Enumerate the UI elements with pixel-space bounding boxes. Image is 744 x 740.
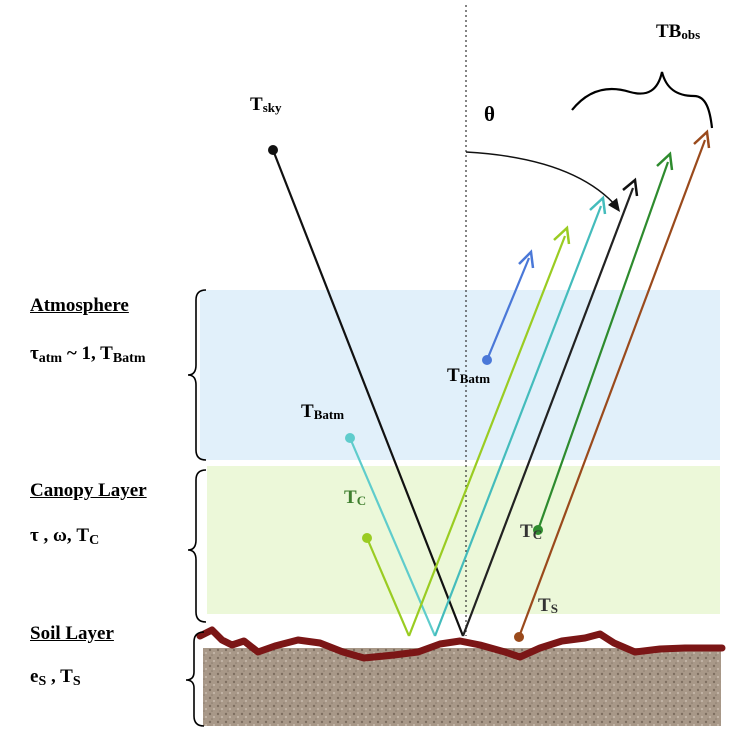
canopy-reflected-ray — [407, 235, 567, 637]
tbatm-upper-main: T — [447, 365, 460, 386]
atm-upper-source-dot — [482, 355, 492, 365]
theta-label: θ — [484, 102, 495, 126]
tsky-sub: sky — [262, 100, 282, 115]
tc-left-main: T — [344, 487, 357, 508]
soil-surface-line — [196, 626, 726, 662]
atmosphere-layer — [200, 290, 720, 460]
tbobs-label: TBobs — [656, 22, 700, 41]
tbatm-upper-label: TBatm — [447, 366, 490, 385]
tbatm-lower-label: TBatm — [301, 402, 344, 421]
theta-angle-arc — [465, 151, 619, 209]
soil-title: Soil Layer — [30, 623, 114, 644]
canopy-right-source-dot — [533, 525, 543, 535]
theta-arc-arrowhead — [608, 198, 620, 212]
tc-left-sub: C — [356, 493, 367, 508]
tc-right-main: T — [520, 521, 533, 542]
atm-upward-arrowhead — [518, 249, 535, 269]
atm-reflected-arrowhead — [589, 195, 607, 215]
sky-downward-ray — [271, 149, 465, 637]
atm-reflected-ray — [433, 205, 603, 637]
tc-right-sub: C — [532, 527, 543, 542]
canopy-params-text: τ , ω, T — [30, 525, 90, 546]
atm-lower-source-dot — [345, 433, 355, 443]
canopy-reflected-arrowhead — [553, 225, 571, 245]
soil-e-sub: S — [38, 674, 47, 689]
tbobs-brace — [571, 71, 714, 129]
soil-emission-arrowhead — [693, 129, 711, 149]
tsky-label: Tsky — [250, 95, 281, 114]
tbobs-main: TB — [656, 21, 682, 42]
atmosphere-tb-sub: Batm — [112, 351, 146, 366]
atmosphere-params: τatm ~ 1, TBatm — [30, 343, 146, 366]
atmosphere-params-rest: ~ 1, T — [62, 343, 113, 364]
canopy-upward-arrowhead — [656, 151, 674, 171]
sky-reflected-ray — [461, 187, 635, 637]
soil-params: eS , TS — [30, 666, 81, 689]
canopy-params: τ , ω, TC — [30, 525, 100, 548]
atmosphere-tau: τ — [30, 343, 39, 364]
tsky-main: T — [250, 94, 263, 115]
soil-ts-sub: S — [72, 674, 81, 689]
ts-label: TS — [538, 596, 558, 615]
soil-brace — [185, 631, 205, 727]
atmosphere-brace — [187, 289, 207, 461]
canopy-left-source-dot — [362, 533, 372, 543]
canopy-title: Canopy Layer — [30, 480, 147, 501]
canopy-downward-ray — [365, 537, 411, 637]
canopy-layer — [207, 466, 720, 614]
soil-source-dot — [514, 632, 524, 642]
soil-emission-ray — [517, 139, 707, 638]
canopy-tc-sub: C — [89, 533, 100, 548]
sky-reflected-arrowhead — [622, 177, 639, 197]
tsky-source-dot — [268, 145, 278, 155]
canopy-upward-ray — [536, 161, 670, 531]
tbobs-sub: obs — [681, 27, 701, 42]
tc-left-label: TC — [344, 488, 366, 507]
ts-main: T — [538, 595, 551, 616]
soil-e: e — [30, 666, 39, 687]
tbatm-lower-sub: Batm — [313, 407, 345, 422]
tbatm-lower-main: T — [301, 401, 314, 422]
tbatm-upper-sub: Batm — [459, 371, 491, 386]
atm-upward-ray — [485, 257, 531, 361]
ts-sub: S — [550, 601, 558, 616]
soil-layer — [203, 648, 721, 726]
soil-params-rest: , T — [46, 666, 73, 687]
atmosphere-tau-sub: atm — [38, 351, 63, 366]
canopy-brace — [187, 469, 207, 623]
tc-right-label: TC — [520, 522, 542, 541]
atmosphere-title: Atmosphere — [30, 295, 129, 316]
